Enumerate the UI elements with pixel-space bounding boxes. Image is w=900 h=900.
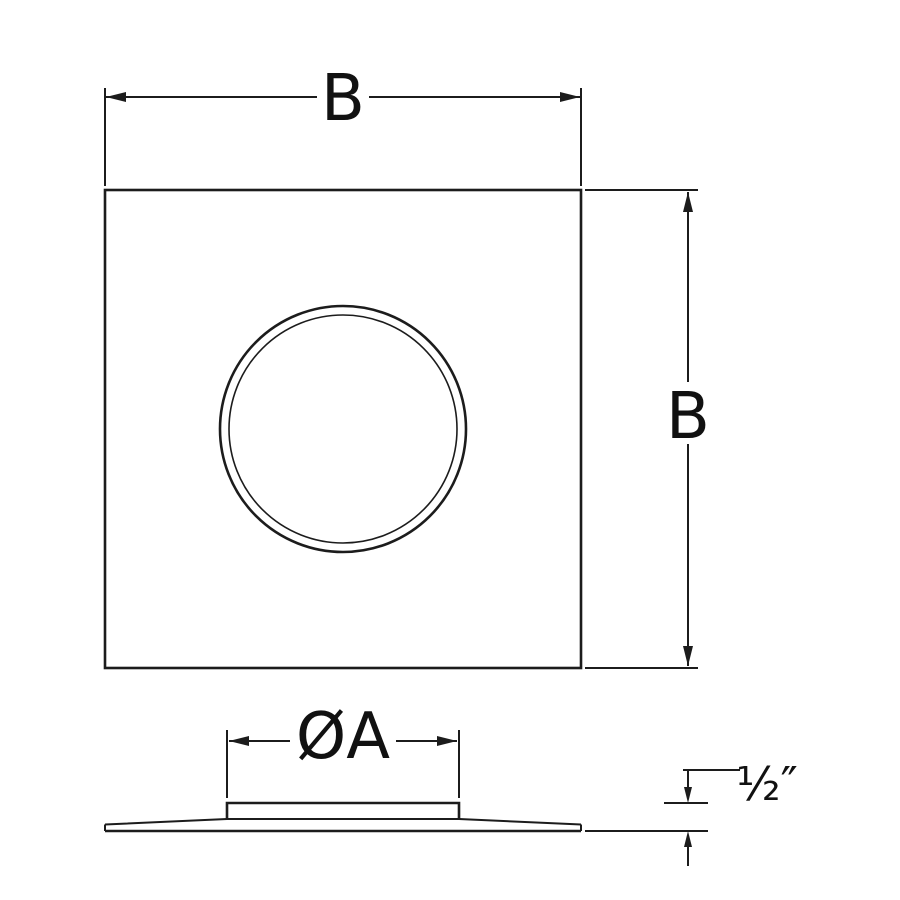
top-view [103, 188, 583, 670]
diameter-label: ØA [296, 700, 390, 774]
thickness-label: ½″ [736, 757, 798, 811]
opening-inner-circle [228, 314, 458, 544]
opening-outer-circle [218, 304, 468, 554]
arrowhead-up-icon [684, 831, 692, 847]
side-view [104, 801, 582, 833]
arrowhead-top-icon [683, 192, 693, 212]
label-background [290, 700, 396, 764]
collar-outline [225, 801, 461, 819]
arrowhead-right-icon [437, 736, 457, 746]
dimension-width-B: B [104, 62, 582, 186]
dimension-diameter-A: ØA [226, 700, 460, 798]
dimension-thickness-half-inch: ½″ [585, 757, 798, 866]
label-background [317, 64, 369, 126]
arrowhead-left-icon [229, 736, 249, 746]
label-background [661, 382, 715, 444]
plate-top-edge [104, 818, 582, 826]
width-label: B [321, 62, 365, 136]
arrowhead-right-icon [560, 92, 580, 102]
height-label: B [666, 380, 710, 454]
arrowhead-down-icon [684, 787, 692, 803]
plate-square-outline [103, 188, 583, 670]
arrowhead-bottom-icon [683, 646, 693, 666]
dimension-height-B: B [585, 189, 715, 669]
arrowhead-left-icon [106, 92, 126, 102]
